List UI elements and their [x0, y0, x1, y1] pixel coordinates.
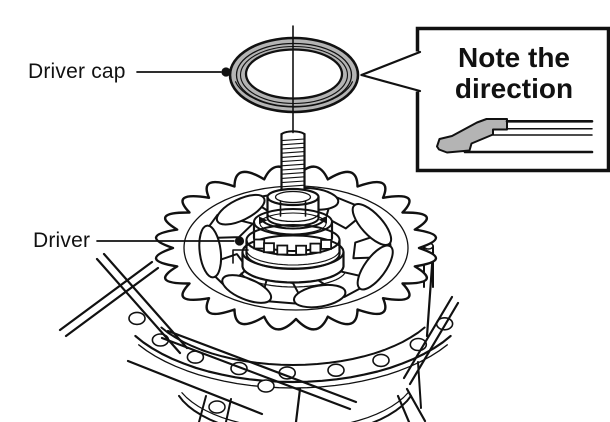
driver-cap-ring [228, 25, 360, 134]
driver-body [232, 187, 346, 288]
leader-lines [96, 67, 245, 246]
callout-box [360, 26, 610, 173]
cross-section-profile [436, 118, 594, 154]
spokes [58, 250, 460, 422]
